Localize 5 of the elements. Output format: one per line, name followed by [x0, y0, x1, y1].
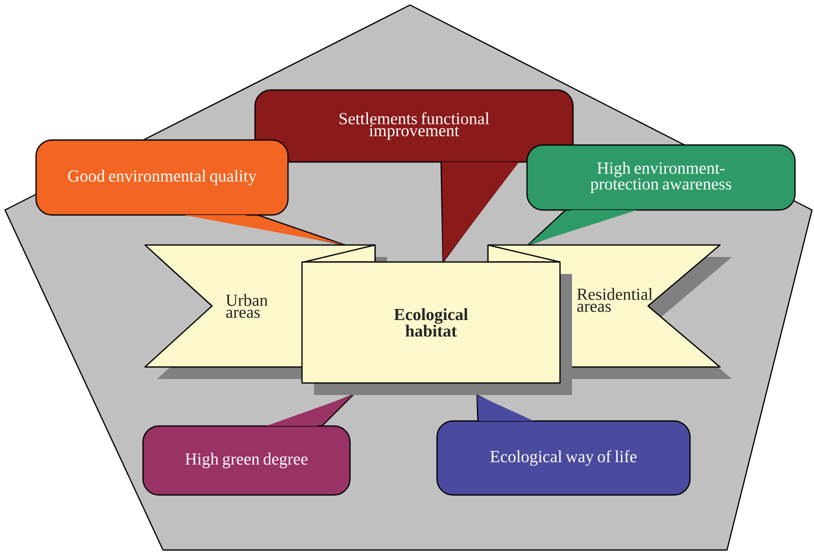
speech-bubble: Ecological way of life: [436, 394, 691, 496]
centre-box: Ecological habitat: [301, 261, 572, 395]
speech-bubble: High environment-protection awareness: [526, 144, 796, 246]
speech-bubble: High green degree: [142, 394, 354, 496]
speech-bubble: Good environmental quality: [35, 139, 346, 246]
